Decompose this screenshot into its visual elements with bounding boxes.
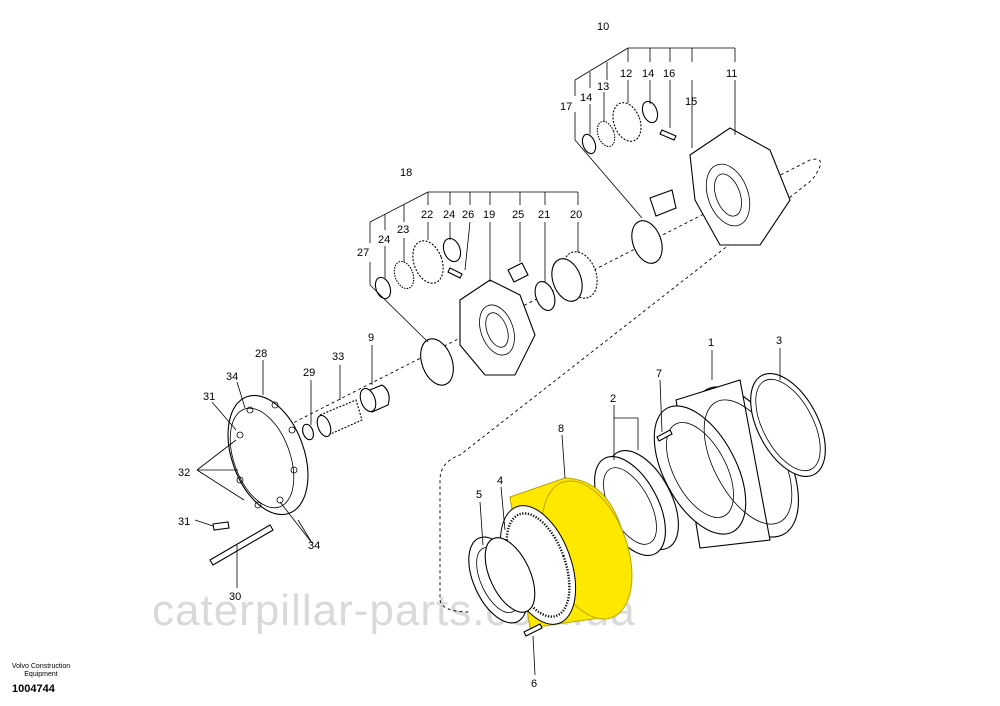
callout-15: 15 [685, 96, 697, 108]
o-ring-second-stage [420, 338, 454, 386]
part-7-pin [656, 429, 673, 442]
footer-block: Volvo Construction Equipment 1004744 [4, 663, 78, 695]
part-19-carrier [459, 279, 536, 376]
callout-14a: 14 [580, 92, 592, 104]
part-23-needle-bearing [393, 260, 415, 290]
part-21-thrust-washer [534, 281, 556, 311]
part-33-sun-shaft [316, 399, 363, 438]
callout-7: 7 [656, 368, 662, 380]
part-15-pin [649, 189, 677, 217]
callout-13: 13 [597, 81, 609, 93]
callout-17: 17 [560, 101, 572, 113]
callout-33: 33 [332, 351, 344, 363]
callout-10: 10 [597, 21, 609, 33]
drawing-number: 1004744 [12, 683, 55, 695]
callout-26: 26 [462, 209, 474, 221]
part-4-snap-ring [484, 537, 536, 613]
callout-24: 24 [378, 234, 390, 246]
callout-5: 5 [476, 489, 482, 501]
callout-27: 27 [357, 247, 369, 259]
callout-34a: 34 [226, 371, 238, 383]
callout-30: 30 [229, 591, 241, 603]
callout-25: 25 [512, 209, 524, 221]
part-29-washer [302, 423, 314, 441]
part-24-thrust-washer [442, 237, 462, 263]
part-27-washer [374, 276, 392, 300]
part-9-coupling [359, 384, 390, 413]
callout-labels: 1 2 3 4 5 6 7 8 9 10 11 12 13 14 14 15 1… [178, 21, 782, 690]
callout-6: 6 [531, 678, 537, 690]
callout-2: 2 [610, 393, 616, 405]
part-11-carrier [689, 127, 791, 246]
assembly-axis [229, 158, 821, 613]
part-25-pin [507, 262, 529, 283]
part-28-cover [227, 394, 309, 516]
callout-18: 18 [400, 167, 412, 179]
part-17-washer [581, 133, 597, 155]
callout-14b: 14 [642, 68, 654, 80]
brand-line-1: Volvo Construction [11, 663, 71, 670]
o-ring-first-stage [631, 220, 663, 264]
callout-34b: 34 [308, 540, 320, 552]
callout-19: 19 [483, 209, 495, 221]
callout-16: 16 [663, 68, 675, 80]
leader-lines [194, 47, 781, 676]
callout-32: 32 [178, 467, 190, 479]
callout-24b: 24 [443, 209, 455, 221]
part-30-bolt [209, 524, 274, 566]
part-20-sun-gear [551, 251, 598, 302]
callout-21: 21 [538, 209, 550, 221]
callout-22: 22 [421, 209, 433, 221]
callout-28: 28 [255, 348, 267, 360]
callout-11: 11 [726, 68, 737, 80]
callout-1: 1 [708, 337, 714, 349]
callout-31a: 31 [203, 391, 215, 403]
part-22-planet-gear [412, 240, 444, 284]
callout-31b: 31 [178, 516, 190, 528]
callout-8: 8 [558, 423, 564, 435]
part-6-bolt [523, 623, 543, 637]
part-31-plug [212, 521, 230, 531]
part-14-thrust-washer [641, 100, 659, 124]
callout-4: 4 [497, 475, 503, 487]
part-12-planet-gear [612, 102, 642, 142]
callout-3: 3 [776, 335, 782, 347]
part-3-o-ring [750, 373, 826, 477]
callout-23: 23 [397, 224, 409, 236]
callout-12: 12 [620, 68, 632, 80]
brand-line-2: Equipment [24, 671, 58, 678]
part-13-needle-bearing [596, 120, 616, 148]
part-16-pin [659, 129, 677, 141]
callout-9: 9 [368, 332, 374, 344]
part-26-pin [447, 267, 463, 279]
part-2-bearing [594, 449, 679, 557]
callout-29: 29 [303, 367, 315, 379]
callout-20: 20 [570, 209, 582, 221]
